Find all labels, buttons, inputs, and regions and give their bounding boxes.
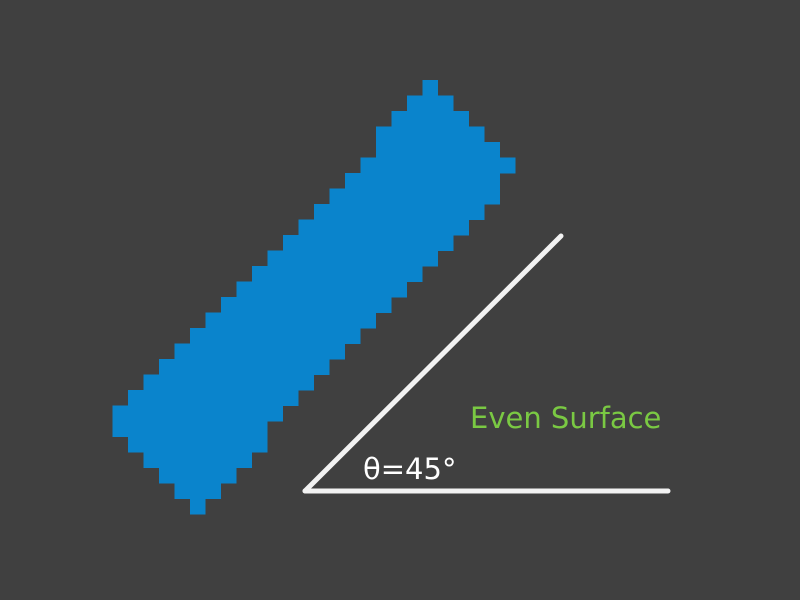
- angle-label: θ=45°: [363, 452, 457, 486]
- block-pixel-row: [221, 297, 392, 313]
- surface-label: Even Surface: [470, 401, 662, 435]
- block-pixel-row: [159, 467, 237, 484]
- block-pixel-row: [143, 374, 314, 391]
- block-pixel-row: [128, 390, 299, 406]
- surface-incline-line: [302, 233, 564, 494]
- block-pixel-row: [190, 498, 206, 515]
- block-pixel-row: [267, 250, 438, 267]
- block-pixel-row: [298, 219, 469, 236]
- block-pixel-row: [329, 188, 500, 205]
- block-pixel-row: [236, 281, 407, 298]
- block-pixel-row: [345, 173, 500, 189]
- block-pixel-row: [143, 452, 252, 468]
- block-pixel-row: [376, 126, 485, 143]
- block-pixel-row: [159, 359, 330, 375]
- block-pixel-row: [391, 111, 469, 127]
- block-pixel-row: [112, 405, 283, 422]
- block-pixel-row: [128, 436, 268, 453]
- block-pixel-row: [174, 483, 221, 499]
- block-pixel-row: [314, 204, 485, 220]
- block-pixel-row: [174, 343, 345, 360]
- block-pixel-row: [112, 421, 268, 437]
- block-pixel-row: [407, 95, 454, 112]
- block-pixel-row: [283, 235, 454, 251]
- block-pixel-row: [205, 312, 376, 329]
- block-pixel-row: [190, 328, 361, 344]
- block-pixel-row: [360, 157, 516, 174]
- block-pixel-row: [252, 266, 423, 282]
- block-pixel-row: [376, 142, 500, 158]
- pixelated-block: [112, 80, 516, 515]
- block-pixel-row: [422, 80, 438, 96]
